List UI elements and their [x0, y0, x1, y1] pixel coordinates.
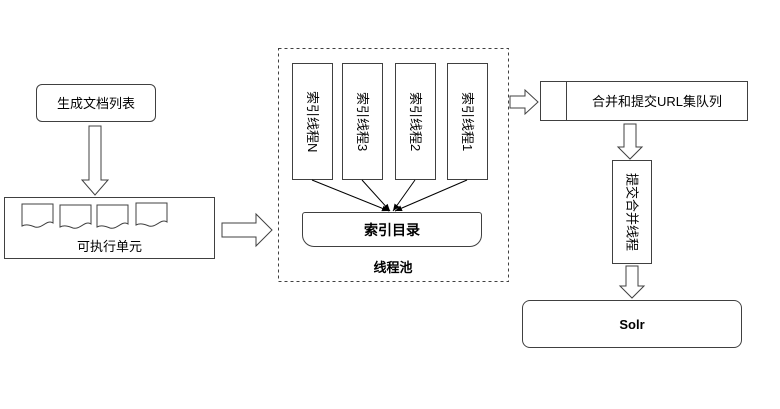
connector-thread-3 [361, 179, 391, 212]
doc-list-node: 生成文档列表 [36, 84, 156, 122]
thread-label-3: 索引线程3 [355, 91, 370, 152]
connector-thread-1 [394, 179, 468, 212]
thread-label-1: 索引线程1 [460, 91, 475, 152]
thread-box-n: 索引线程N [292, 63, 333, 180]
arrow-merge-to-solr-icon [618, 265, 646, 299]
merge-queue-node: 合并和提交URL集队列 [540, 81, 748, 121]
merge-thread-node: 提交合并线程 [612, 160, 652, 264]
thread-box-2: 索引线程2 [395, 63, 436, 180]
thread-box-3: 索引线程3 [342, 63, 383, 180]
solr-node: Solr [522, 300, 742, 348]
connector-thread-n [311, 179, 390, 212]
arrow-exec-to-pool-icon [221, 212, 273, 248]
thread-label-2: 索引线程2 [408, 91, 423, 152]
solr-label: Solr [619, 316, 645, 332]
connector-thread-2 [392, 179, 416, 212]
thread-box-1: 索引线程1 [447, 63, 488, 180]
thread-pool-label: 线程池 [373, 260, 413, 275]
exec-unit-container [4, 197, 215, 259]
merge-thread-label: 提交合并线程 [624, 172, 640, 251]
arrow-queue-to-merge-icon [616, 123, 644, 160]
merge-queue-label: 合并和提交URL集队列 [591, 93, 722, 109]
index-dir-label: 索引目录 [364, 221, 420, 238]
thread-label-n: 索引线程N [305, 90, 320, 153]
doc-list-label: 生成文档列表 [56, 95, 135, 111]
arrow-pool-to-queue-icon [509, 88, 539, 116]
index-dir-node: 索引目录 [302, 212, 482, 247]
exec-unit-label: 可执行单元 [76, 239, 142, 254]
arrow-doclist-to-exec-icon [80, 125, 110, 196]
